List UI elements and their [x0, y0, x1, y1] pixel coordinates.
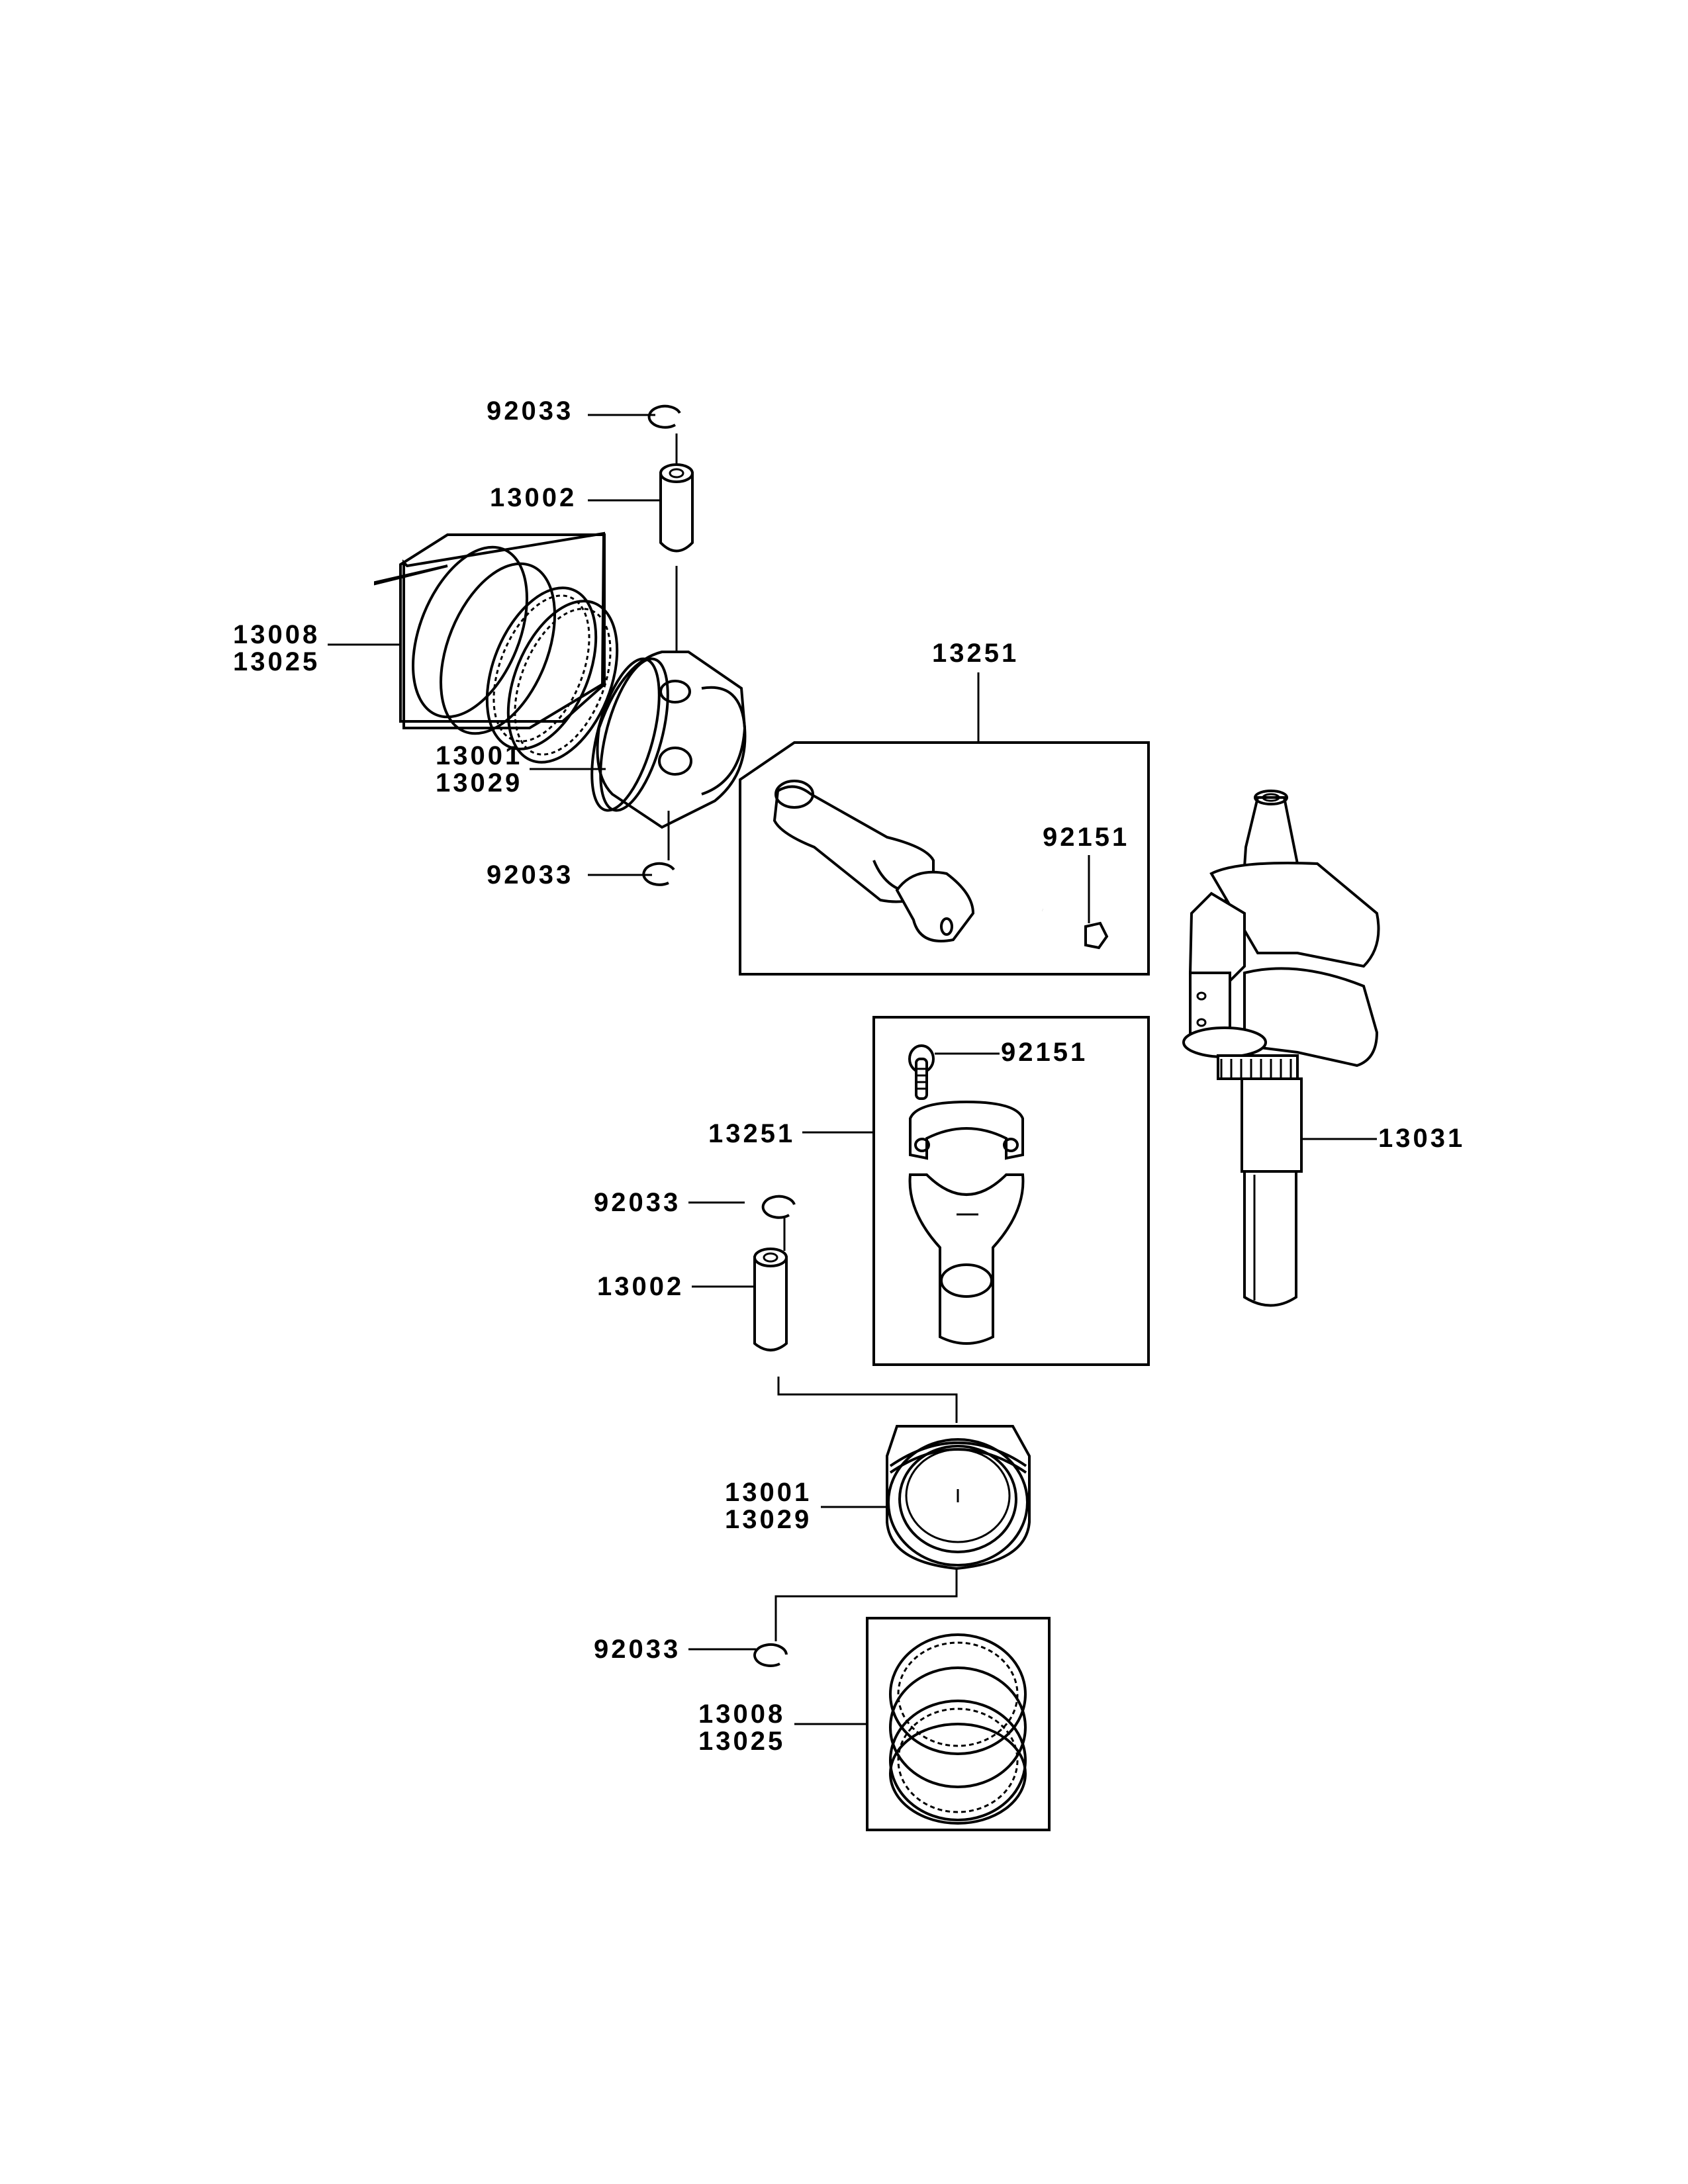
upper-conrod-frame — [739, 741, 1150, 976]
piston-pin-icon — [753, 1248, 788, 1351]
connecting-rod-icon — [908, 1100, 1025, 1345]
callout-upper-piston-2: 13029 — [436, 768, 522, 797]
leader-line — [774, 1569, 958, 1641]
lower-conrod-frame — [872, 1016, 1150, 1366]
callout-upper-ring-set-1: 13008 — [233, 620, 320, 649]
callout-upper-conrod-assy: 13251 — [932, 639, 1019, 668]
callout-upper-piston-1: 13001 — [436, 741, 522, 770]
bolt-icon — [908, 1044, 935, 1100]
piston-pin-icon — [659, 463, 694, 553]
lower-piston-icon — [886, 1425, 1031, 1570]
callout-lower-conrod-bolt: 92151 — [1001, 1038, 1088, 1067]
bolt-icon — [1041, 907, 1109, 950]
callout-lower-piston-1: 13001 — [725, 1478, 812, 1507]
crankshaft-icon — [1182, 790, 1380, 1307]
callout-lower-conrod-assy: 13251 — [708, 1119, 795, 1148]
callout-lower-piston-2: 13029 — [725, 1505, 812, 1534]
callout-lower-snap-ring-bottom: 92033 — [594, 1635, 680, 1664]
snap-ring-icon — [761, 1195, 796, 1219]
piston-rings-icon — [889, 1633, 1027, 1825]
leader-line — [777, 1377, 958, 1423]
callout-upper-ring-set-2: 13025 — [233, 647, 320, 676]
callout-crankshaft: 13031 — [1378, 1124, 1465, 1153]
upper-ring-set-box — [374, 531, 606, 729]
callout-upper-piston-pin: 13002 — [490, 483, 577, 512]
callout-upper-conrod-bolt: 92151 — [1043, 823, 1129, 852]
upper-piston-icon — [590, 651, 747, 829]
callout-lower-piston-pin: 13002 — [597, 1272, 684, 1301]
snap-ring-icon — [647, 404, 681, 429]
callout-lower-ring-set-1: 13008 — [698, 1700, 785, 1729]
connecting-rod-icon — [773, 780, 975, 942]
callout-upper-snap-ring-bottom: 92033 — [487, 860, 573, 889]
snap-ring-icon — [753, 1643, 788, 1667]
snap-ring-icon — [642, 862, 675, 886]
callout-lower-snap-ring-top: 92033 — [594, 1188, 680, 1217]
callout-upper-snap-ring-top: 92033 — [487, 396, 573, 426]
callout-lower-ring-set-2: 13025 — [698, 1727, 785, 1756]
